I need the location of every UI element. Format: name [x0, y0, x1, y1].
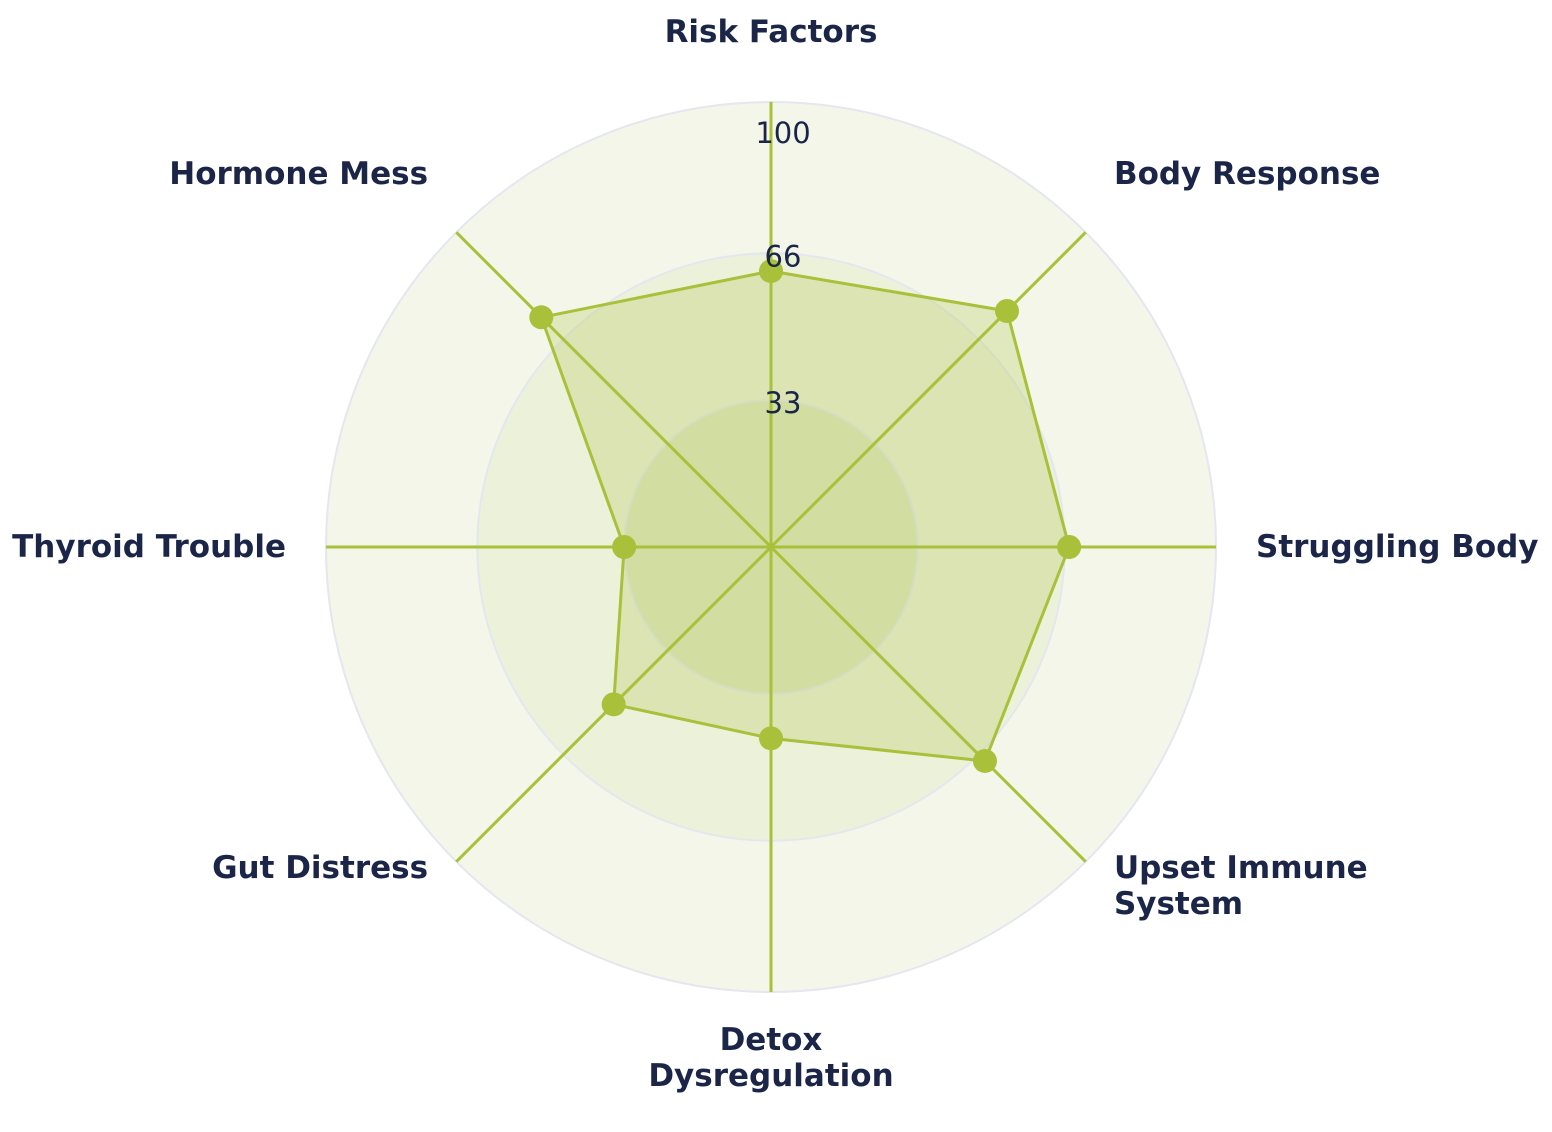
axis-label: Thyroid Trouble — [12, 529, 286, 565]
axis-label: Risk Factors — [665, 14, 878, 50]
data-point — [759, 726, 783, 751]
tick-label-66: 66 — [765, 239, 802, 273]
axis-spoke — [769, 231, 1087, 549]
axis-label: Body Response — [1114, 156, 1381, 192]
axis-spoke — [769, 545, 1087, 863]
data-point — [1057, 535, 1082, 559]
data-point — [612, 535, 637, 559]
tick-label-100: 100 — [755, 116, 810, 150]
data-point — [972, 748, 997, 773]
tick-label-33: 33 — [765, 386, 802, 420]
radar-tick-labels: 33 66 100 — [755, 116, 810, 420]
axis-label: Gut Distress — [212, 850, 428, 886]
series-area — [539, 269, 1071, 763]
axis-spoke — [455, 231, 773, 549]
data-point — [529, 305, 554, 330]
axis-label: Hormone Mess — [169, 156, 428, 192]
axis-label: Struggling Body — [1256, 529, 1539, 565]
radar-spokes — [326, 102, 1216, 992]
data-point — [994, 299, 1019, 324]
radar-series — [529, 259, 1082, 773]
data-point — [759, 259, 783, 284]
data-point — [601, 692, 626, 717]
